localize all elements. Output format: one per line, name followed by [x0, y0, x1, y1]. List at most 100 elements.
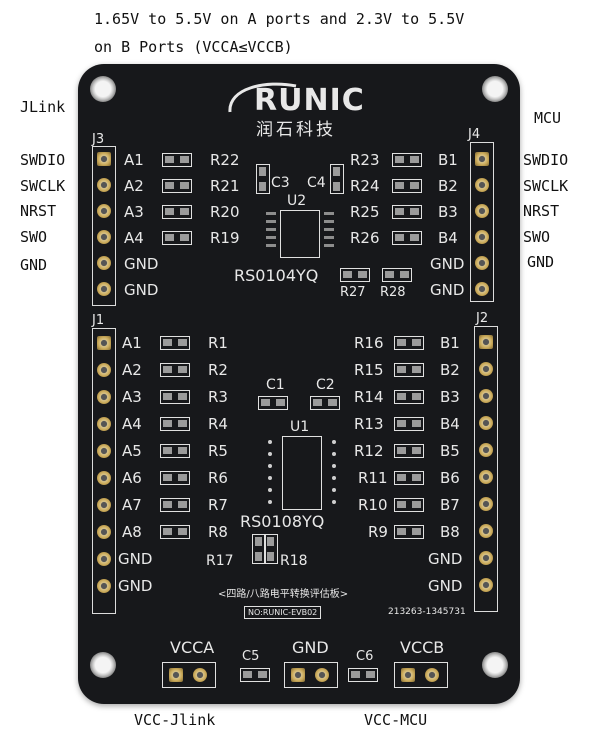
u1-label: U1 — [290, 419, 310, 435]
left-signal: GND — [20, 256, 48, 274]
j4-header — [470, 142, 494, 302]
board-title: <四路/八路电平转换评估板> — [218, 589, 349, 600]
resistor-label: R8 — [208, 523, 228, 541]
chip-pad — [332, 464, 336, 468]
resistor-pad — [160, 471, 190, 485]
resistor-label: R5 — [208, 442, 228, 460]
resistor-label: R22 — [210, 151, 240, 169]
resistor-pad — [392, 231, 422, 245]
resistor-label: R3 — [208, 388, 228, 406]
header-pin — [475, 230, 489, 244]
chip-pad — [268, 452, 272, 456]
j4-pin-label: B4 — [438, 229, 458, 247]
chip-pad — [332, 452, 336, 456]
j2-pin-label: B4 — [440, 415, 460, 433]
serial-number: 213263-1345731 — [388, 607, 466, 617]
header-pin — [97, 552, 111, 566]
header-pin — [475, 204, 489, 218]
chip-pad — [332, 488, 336, 492]
chip-leg — [324, 244, 334, 247]
header-pin — [479, 443, 493, 457]
resistor-pad — [394, 417, 424, 431]
j1-label: J1 — [92, 313, 105, 328]
mcu-label: MCU — [534, 109, 562, 127]
r27-label: R27 — [340, 285, 366, 300]
j1-pin-label: A1 — [122, 334, 142, 352]
resistor-pad — [160, 363, 190, 377]
u2-label: U2 — [287, 193, 307, 209]
resistor-label: R24 — [350, 177, 380, 195]
chip-leg — [266, 236, 276, 239]
resistor-pad — [160, 390, 190, 404]
resistor-pad — [394, 363, 424, 377]
header-pin — [475, 178, 489, 192]
resistor-pad — [394, 390, 424, 404]
j2-label: J2 — [476, 311, 489, 326]
chip-pad — [268, 488, 272, 492]
header-pin — [479, 335, 493, 349]
resistor-label: R15 — [354, 361, 384, 379]
header-pin — [97, 579, 111, 593]
j2-pin-label: GND — [428, 577, 463, 595]
resistor-label: R19 — [210, 229, 240, 247]
resistor-pad — [162, 231, 192, 245]
chip-leg — [324, 236, 334, 239]
vcc-jlink-label: VCC-Jlink — [134, 711, 216, 729]
header-pin — [479, 497, 493, 511]
resistor-label: R25 — [350, 203, 380, 221]
j3-pin-label: A3 — [124, 203, 144, 221]
chip-leg — [324, 220, 334, 223]
jlink-label: JLink — [20, 98, 66, 116]
r18-label: R18 — [280, 553, 308, 569]
j4-label: J4 — [468, 127, 481, 142]
vccb-label: VCCB — [400, 638, 445, 657]
chip-leg — [266, 220, 276, 223]
vcc-mcu-label: VCC-MCU — [364, 711, 428, 729]
j2-pin-label: B5 — [440, 442, 460, 460]
header-pin — [475, 282, 489, 296]
resistor-label: R16 — [354, 334, 384, 352]
chip-leg — [266, 244, 276, 247]
chip-bot-label: RS0108YQ — [240, 512, 325, 531]
resistor-pad — [160, 525, 190, 539]
chip-pad — [332, 500, 336, 504]
header-pin — [479, 470, 493, 484]
r17-label: R17 — [206, 553, 234, 569]
left-signal: NRST — [20, 202, 57, 220]
header-pin — [479, 578, 493, 592]
gnd-label: GND — [292, 638, 329, 657]
pcb-board: RUNIC 润石科技 J3 A1 A2 A3 A4 GND GND R22 R2… — [78, 64, 520, 704]
resistor-label: R6 — [208, 469, 228, 487]
j2-pin-label: GND — [428, 550, 463, 568]
header-pin — [97, 256, 111, 270]
resistor-label: R7 — [208, 496, 228, 514]
capacitor-pad — [240, 668, 270, 682]
header-pin — [97, 417, 111, 431]
c1-label: C1 — [266, 377, 285, 393]
right-signal: SWO — [523, 228, 551, 246]
j2-pin-label: B1 — [440, 334, 460, 352]
capacitor-pad — [348, 668, 378, 682]
j3-header — [92, 146, 116, 306]
resistor-pad — [162, 153, 192, 167]
header-pin — [97, 204, 111, 218]
j1-pin-label: A8 — [122, 523, 142, 541]
j1-pin-label: A2 — [122, 361, 142, 379]
r28-label: R28 — [380, 285, 406, 300]
resistor-pad — [392, 205, 422, 219]
header-pin — [97, 498, 111, 512]
header-pin — [97, 336, 111, 350]
j1-pin-label: A7 — [122, 496, 142, 514]
header-pin — [193, 668, 207, 682]
c3-label: C3 — [271, 175, 290, 191]
right-signal: GND — [527, 253, 555, 271]
header-pin — [479, 416, 493, 430]
j4-pin-label: GND — [430, 281, 465, 299]
mounting-hole — [482, 652, 508, 678]
voltage-note-line1: 1.65V to 5.5V on A ports and 2.3V to 5.5… — [94, 10, 465, 28]
resistor-pad — [392, 153, 422, 167]
resistor-pad — [252, 534, 266, 564]
j4-pin-label: B1 — [438, 151, 458, 169]
resistor-pad — [160, 417, 190, 431]
resistor-pad — [392, 179, 422, 193]
